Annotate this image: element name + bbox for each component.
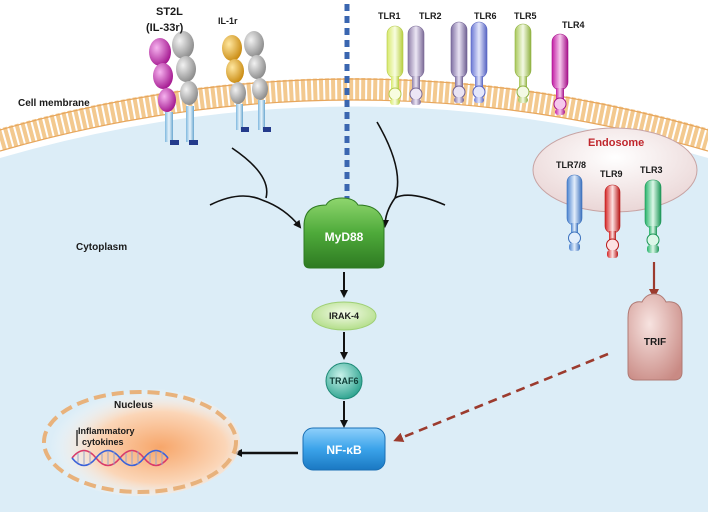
st2l-label-sub: (IL-33r): [146, 22, 184, 34]
tlr9-receptor[interactable]: [604, 184, 621, 258]
tlr78-receptor[interactable]: [566, 174, 583, 251]
dna-helix-icon: [71, 449, 169, 467]
left-signal-arrows: [209, 147, 302, 229]
tlr1-receptor[interactable]: [386, 25, 404, 105]
il1r-label: IL-1r: [218, 16, 238, 26]
myd88-label: MyD88: [325, 230, 364, 244]
tlr6-receptor[interactable]: [470, 21, 488, 103]
irak4-label: IRAK-4: [329, 311, 359, 321]
tlr3-receptor[interactable]: [644, 179, 662, 253]
tlr2-tlr6-receptor-a[interactable]: [450, 21, 468, 103]
nucleus-label: Nucleus: [114, 400, 153, 411]
arrow-trif-nfkb: [393, 352, 609, 443]
nfkb-label: NF-κB: [326, 443, 362, 457]
tlr4-label: TLR4: [562, 20, 585, 30]
inflammatory-label: Inflammatory: [78, 426, 135, 436]
cell-membrane: [0, 78, 708, 152]
tlr1-label: TLR1: [378, 11, 401, 21]
irak4-node[interactable]: [311, 301, 377, 331]
tlr2-label: TLR2: [419, 11, 442, 21]
trif-node[interactable]: [627, 293, 683, 381]
cytokines-label: cytokines: [82, 437, 124, 447]
cytoplasm-label: Cytoplasm: [76, 242, 127, 253]
myd88-node[interactable]: [303, 197, 385, 269]
st2l-label: ST2L: [156, 6, 183, 18]
tlr5-label: TLR5: [514, 11, 537, 21]
endosome-label: Endosome: [588, 137, 644, 149]
tlr3-label: TLR3: [640, 165, 663, 175]
tlr4-receptor[interactable]: [551, 33, 569, 115]
traf6-label: TRAF6: [330, 376, 359, 386]
trif-label: TRIF: [644, 337, 666, 348]
tlr6-label: TLR6: [474, 11, 497, 21]
traf6-node[interactable]: [325, 362, 363, 400]
tlr5-receptor[interactable]: [514, 23, 532, 103]
nfkb-node[interactable]: [302, 427, 386, 471]
il1r-receptor[interactable]: [222, 31, 271, 132]
tlr9-label: TLR9: [600, 169, 623, 179]
st2l-receptor[interactable]: [149, 31, 198, 145]
tlr78-label: TLR7/8: [556, 160, 586, 170]
tlr2-receptor[interactable]: [407, 25, 425, 105]
cell-membrane-label: Cell membrane: [18, 98, 90, 109]
nucleus[interactable]: [40, 388, 240, 496]
right-signal-arrows: [376, 121, 446, 228]
